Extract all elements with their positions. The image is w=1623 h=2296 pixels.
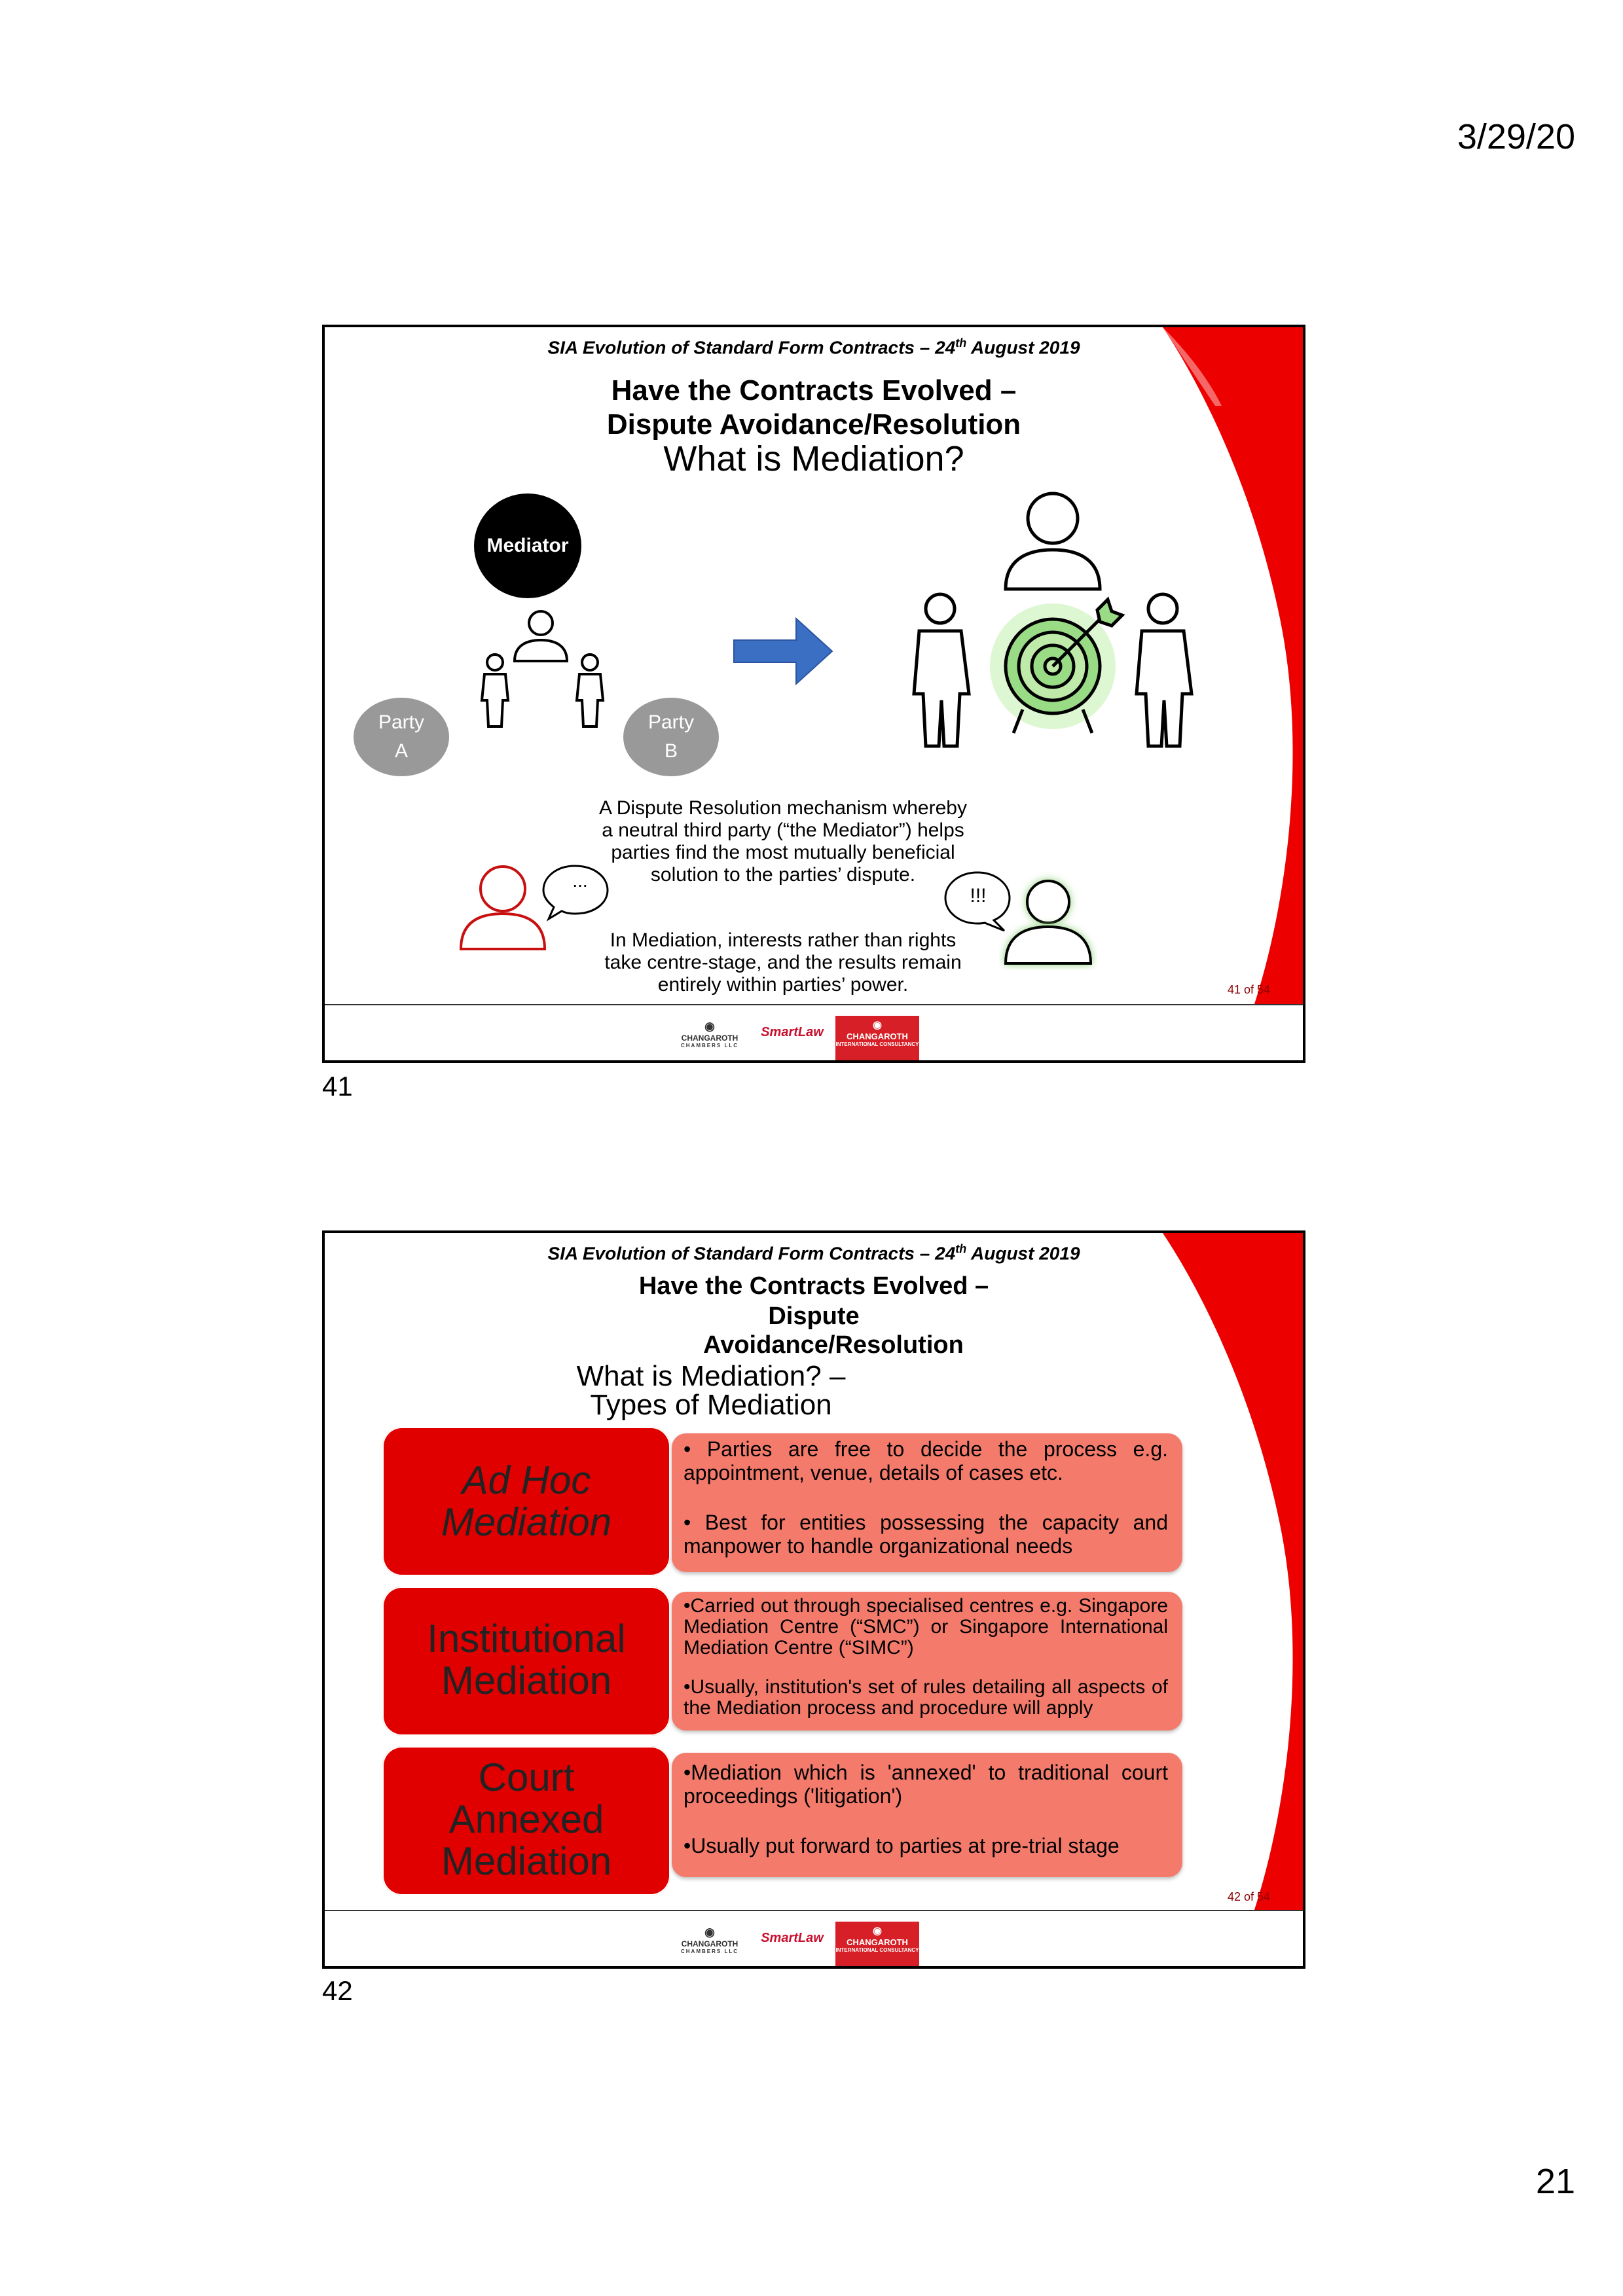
definition-line-2: a neutral third party (“the Mediator”) h… — [574, 819, 993, 842]
changaroth-consultancy-logo: ◉ CHANGAROTH INTERNATIONAL CONSULTANCY — [835, 1016, 919, 1060]
conference-line: SIA Evolution of Standard Form Contracts… — [325, 336, 1303, 358]
type-name-line: Mediation — [382, 1501, 670, 1543]
footer-divider — [325, 1004, 1303, 1005]
party-b-bubble: Party B — [623, 698, 719, 776]
type-name-line: Court — [382, 1757, 670, 1799]
slide-41: SIA Evolution of Standard Form Contracts… — [322, 325, 1305, 1063]
slide-title-line2: Dispute — [325, 1301, 1303, 1331]
agreement-illustration — [901, 484, 1202, 772]
type-box-court-annexed: Court Annexed Mediation — [382, 1746, 670, 1895]
type-name-line: Ad Hoc — [382, 1460, 670, 1501]
type-desc-court-annexed: •Mediation which is 'annexed' to traditi… — [672, 1753, 1182, 1877]
type-box-institutional: Institutional Mediation — [382, 1587, 670, 1736]
slide-counter: 41 of 54 — [1228, 983, 1270, 997]
type-name-line: Mediation — [382, 1840, 670, 1882]
mediator-bubble: Mediator — [474, 493, 581, 598]
type-name-line: Institutional — [382, 1618, 670, 1660]
interests-line-3: entirely within parties’ power. — [574, 974, 993, 996]
changaroth-consultancy-logo: ◉ CHANGAROTH INTERNATIONAL CONSULTANCY — [835, 1922, 919, 1966]
footer-logos: ◉ CHANGAROTH CHAMBERS LLC SmartLaw ◉ CHA… — [670, 1016, 919, 1062]
definition-line-1: A Dispute Resolution mechanism whereby — [574, 797, 993, 819]
satisfied-person-green-icon — [999, 872, 1097, 970]
type-name-line: Annexed — [382, 1799, 670, 1840]
type-point: •Mediation which is 'annexed' to traditi… — [684, 1761, 1168, 1808]
slide-subtitle: What is Mediation? — [325, 439, 1303, 479]
type-desc-ad-hoc: • Parties are free to decide the process… — [672, 1433, 1182, 1572]
small-people-icon — [456, 609, 626, 733]
party-a-letter: A — [354, 737, 449, 766]
type-desc-institutional: •Carried out through specialised centres… — [672, 1592, 1182, 1731]
type-box-ad-hoc: Ad Hoc Mediation — [382, 1427, 670, 1576]
slide-title-line2: Dispute Avoidance/Resolution — [325, 407, 1303, 442]
footer-divider — [325, 1910, 1303, 1911]
slide-title-line1: Have the Contracts Evolved – — [325, 1271, 1303, 1301]
type-point: •Usually, institution's set of rules det… — [684, 1677, 1168, 1719]
changaroth-chambers-logo: ◉ CHANGAROTH CHAMBERS LLC — [670, 1926, 749, 1965]
type-name-line: Mediation — [382, 1660, 670, 1702]
type-point: •Carried out through specialised centres… — [684, 1596, 1168, 1659]
definition-text: A Dispute Resolution mechanism whereby a… — [574, 797, 993, 886]
changaroth-chambers-logo: ◉ CHANGAROTH CHAMBERS LLC — [670, 1020, 749, 1059]
smartlaw-logo: SmartLaw — [754, 1924, 830, 1965]
party-a-label: Party — [354, 708, 449, 737]
slide-subtitle-line1: What is Mediation? – — [325, 1360, 1097, 1393]
slide-title-line1: Have the Contracts Evolved – — [325, 373, 1303, 408]
slide-label-42: 42 — [322, 1975, 353, 2007]
speech-left-text: ... — [547, 870, 613, 891]
footer-logos: ◉ CHANGAROTH CHAMBERS LLC SmartLaw ◉ CHA… — [670, 1922, 919, 1967]
interests-line-2: take centre-stage, and the results remai… — [574, 952, 993, 974]
type-point: • Parties are free to decide the process… — [684, 1437, 1168, 1484]
conference-line: SIA Evolution of Standard Form Contracts… — [325, 1242, 1303, 1264]
slide-label-41: 41 — [322, 1071, 353, 1102]
type-point: • Best for entities possessing the capac… — [684, 1511, 1168, 1558]
interests-line-1: In Mediation, interests rather than righ… — [574, 929, 993, 952]
party-b-label: Party — [623, 708, 719, 737]
smartlaw-logo: SmartLaw — [754, 1018, 830, 1059]
party-a-bubble: Party A — [354, 698, 449, 776]
right-arrow-icon — [731, 615, 835, 687]
page-date: 3/29/20 — [1457, 117, 1575, 157]
slide-counter: 42 of 54 — [1228, 1890, 1270, 1904]
party-b-letter: B — [623, 737, 719, 766]
slide-title-line3: Avoidance/Resolution — [364, 1330, 1303, 1360]
slide-42: SIA Evolution of Standard Form Contracts… — [322, 1230, 1305, 1969]
definition-line-4: solution to the parties’ dispute. — [574, 864, 993, 886]
definition-line-3: parties find the most mutually beneficia… — [574, 842, 993, 864]
slide-subtitle-line2: Types of Mediation — [325, 1389, 1097, 1422]
disputing-person-red-icon — [456, 857, 554, 956]
type-point: •Usually put forward to parties at pre-t… — [684, 1834, 1168, 1857]
interests-text: In Mediation, interests rather than righ… — [574, 929, 993, 996]
page-number: 21 — [1536, 2161, 1575, 2202]
